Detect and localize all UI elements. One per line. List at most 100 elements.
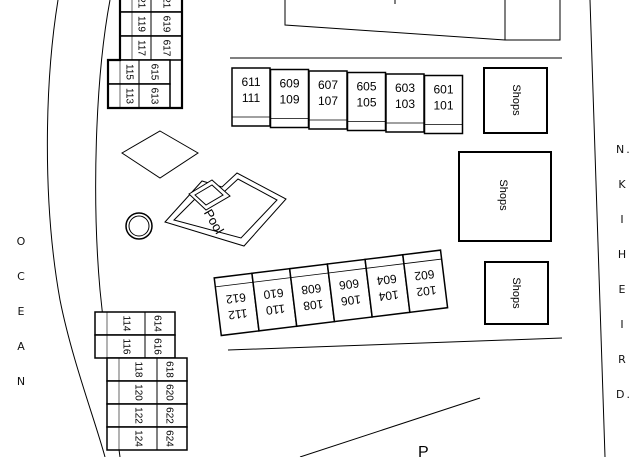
unit-number-label: 104	[378, 287, 400, 303]
unit-number-label: 105	[356, 96, 376, 110]
unit-number-label: 107	[318, 94, 338, 108]
unit-number-label: 116	[120, 339, 131, 355]
unit-number-label: 622	[163, 407, 174, 424]
pool-area: Pool	[164, 172, 287, 247]
unit-number-label: 610	[262, 285, 284, 301]
unit-number-label: 102	[415, 283, 437, 299]
garden-diamond	[121, 130, 199, 179]
ocean-letter: C	[17, 270, 27, 283]
parking-line-bottom	[299, 397, 481, 457]
shops-building-2: Shops	[458, 151, 552, 242]
unit-number-label: 103	[395, 97, 415, 111]
unit-number-label: 609	[279, 77, 299, 91]
unit-number-label: 119	[135, 16, 146, 32]
unit-number-label: 612	[225, 290, 247, 306]
unit-number-label: 615	[148, 64, 159, 81]
road-letter: I	[620, 318, 626, 331]
unit-number-label: 601	[433, 83, 453, 97]
top-building-outline	[284, 0, 561, 41]
unit-number-label: 114	[120, 316, 131, 332]
unit-number-label: 101	[433, 99, 453, 113]
ocean-label: O C E A N	[15, 236, 29, 411]
road-label: N. K I H E I R D.	[616, 144, 630, 424]
driveway-line-bottom	[227, 337, 563, 351]
shops-label: Shops	[510, 277, 522, 309]
unit-number-label: 619	[160, 16, 171, 33]
spa-circle-outer	[125, 212, 153, 240]
ocean-letter: O	[16, 235, 28, 248]
road-edge-line	[589, 0, 606, 457]
shops-label: Shops	[497, 179, 509, 211]
unit-number-label: 602	[413, 267, 435, 283]
shops-building-3: Shops	[484, 261, 549, 325]
ocean-letter: N	[16, 375, 28, 388]
unit-number-label: 121	[135, 0, 146, 9]
unit-number-label: 117	[135, 40, 146, 56]
road-letter: R	[618, 353, 628, 366]
unit-number-label: 618	[163, 361, 174, 378]
unit-number-label: 118	[132, 362, 143, 378]
unit-number-label: 115	[123, 64, 134, 80]
ocean-letter: A	[17, 340, 27, 353]
unit-number-label: 120	[132, 384, 143, 401]
unit-number-label: 113	[123, 88, 134, 104]
ocean-letter: E	[17, 305, 27, 318]
unit-number-label: 603	[395, 81, 415, 95]
pool-deck-square	[188, 179, 231, 211]
unit-number-label: 613	[148, 88, 159, 105]
unit-number-label: 604	[376, 272, 398, 288]
unit-number-label: 124	[132, 430, 143, 447]
unit-number-label: 614	[151, 315, 162, 332]
unit-number-label: 611	[241, 75, 260, 89]
unit-number-label: 621	[160, 0, 171, 9]
road-letter: D.	[616, 388, 632, 401]
coast-line-outer	[46, 0, 106, 457]
road-letter: K	[618, 178, 628, 191]
road-letter: E	[618, 283, 628, 296]
unit-number-label: 616	[151, 338, 162, 355]
unit-number-label: 110	[265, 301, 286, 317]
unit-number-label: 112	[227, 306, 248, 322]
unit-pair: 113 613	[107, 83, 171, 109]
spa-circle-inner	[128, 215, 150, 237]
road-letter: I	[620, 213, 626, 226]
parking-partial-label: P	[418, 444, 429, 457]
unit-number-label: 108	[302, 297, 324, 313]
unit-number-label: 624	[163, 430, 174, 447]
unit-pair: 114 614	[94, 311, 176, 336]
unit-pair: 118 618	[106, 357, 188, 382]
unit-number-label: 106	[340, 292, 362, 308]
pool-deck-inner	[194, 184, 224, 206]
unit-pair: 120 620	[106, 380, 188, 405]
unit-number-label: 606	[338, 276, 360, 292]
unit-number-label: 607	[318, 78, 338, 92]
unit-number-label: 109	[279, 93, 299, 107]
unit-pair: 115 615	[107, 59, 171, 85]
unit-pair: 121 621	[119, 0, 183, 13]
unit-number-label: 620	[163, 384, 174, 401]
unit-pair: 124 624	[106, 426, 188, 451]
building-border	[106, 0, 184, 110]
road-letter: N.	[616, 143, 632, 156]
road-letter: H	[617, 248, 629, 261]
unit-pair: 116 616	[94, 334, 176, 359]
